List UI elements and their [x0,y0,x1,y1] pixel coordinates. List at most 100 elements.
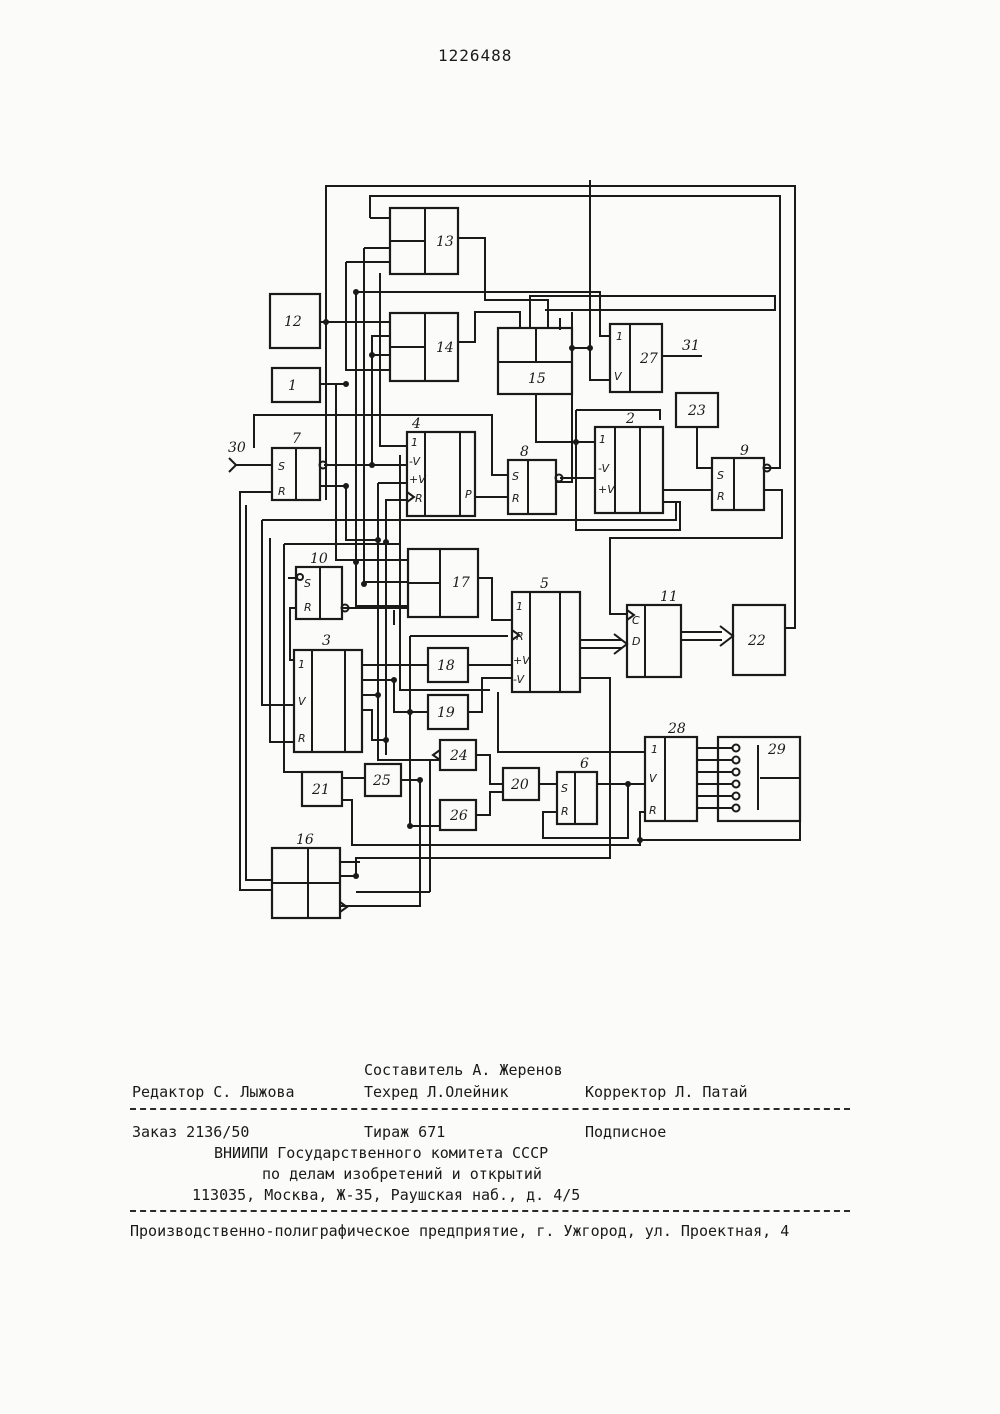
block-9-label: 9 [740,443,749,459]
imprint-subscription: Подписное [585,1123,666,1141]
block-15-label: 15 [528,371,546,387]
pin-1-2: 1 [599,433,606,446]
block-18-label: 18 [437,658,455,674]
block-29-label: 29 [767,742,786,758]
block-5-label: 5 [540,576,549,592]
block-13: 13 [390,208,458,274]
pin-1-3: 1 [298,658,305,671]
pin-r-8: R [512,492,520,505]
imprint-circulation: Тираж 671 [364,1123,445,1141]
block-20: 20 [503,768,539,800]
pin-plus-v-2: +V [598,483,616,496]
block-2: 1 -V +V 2 [595,411,663,513]
block-4: 1 -V +V R P 4 [407,416,475,516]
block-1: 1 [272,368,320,402]
block-8-label: 8 [520,444,529,460]
wiring [240,180,800,912]
pin-r-6: R [561,805,569,818]
pin-s-6: S [561,782,568,795]
pin-r-3: R [298,732,306,745]
block-17: 17 [408,549,478,617]
pin-s-10: S [304,577,311,590]
imprint-techred: Техред Л.Олейник [364,1083,509,1101]
block-28-label: 28 [667,721,686,737]
imprint-printer: Производственно-полиграфическое предприя… [130,1222,789,1240]
pin-s-9: S [717,469,724,482]
pin-r-10: R [304,601,312,614]
imprint-org-line1: ВНИИПИ Государственного комитета СССР [214,1144,548,1162]
block-25: 25 [365,764,401,796]
output-31-label: 31 [682,338,700,354]
pin-r-9: R [717,490,725,503]
block-7: S R 7 [272,431,320,500]
pin-1-28: 1 [651,743,658,756]
block-19-label: 19 [437,705,455,721]
block-17-label: 17 [452,575,470,591]
block-24: 24 [440,740,476,770]
input-30: 30 [228,440,272,472]
pin-minus-v-5: -V [513,673,526,686]
pin-p-4: P [465,488,472,501]
pin-minus-v-2: -V [598,462,611,475]
imprint-editor: Редактор С. Лыжова [132,1083,295,1101]
block-3-label: 3 [322,633,331,649]
block-4-label: 4 [411,416,421,432]
block-26-label: 26 [449,808,468,824]
block-27-label: 27 [639,351,658,367]
block-5: 1 R +V -V 5 [512,576,580,692]
block-23: 23 [676,393,718,427]
imprint-org-line2: по делам изобретений и открытий [262,1165,542,1183]
block-15: 15 [498,328,572,394]
output-31: 31 [662,338,702,356]
block-2-label: 2 [625,411,635,427]
block-28: 1 V R 28 [645,721,697,821]
imprint-divider-bottom [130,1210,850,1212]
pin-v-27: V [614,370,623,383]
block-26: 26 [440,800,476,830]
pin-r-4: R [415,492,423,505]
block-14-label: 14 [436,340,454,356]
pin-v-3: V [298,695,307,708]
block-6-label: 6 [580,756,589,772]
imprint-divider-top [130,1108,850,1110]
block-13-label: 13 [436,234,454,250]
block-6: S R 6 [557,756,597,824]
block-11-label: 11 [660,589,678,605]
block-25-label: 25 [372,773,391,789]
block-19: 19 [428,695,468,729]
block-9: S R 9 [712,443,764,510]
block-14: 14 [390,313,458,381]
input-30-label: 30 [228,440,246,456]
block-10-label: 10 [310,551,328,567]
block-10: S R 10 [296,551,342,619]
block-3: 1 V R 3 [294,633,362,752]
block-12-label: 12 [284,314,302,330]
circuit-diagram: 13 12 1 14 15 1 V 27 23 S R 7 [0,0,1000,960]
block-7-label: 7 [292,431,301,447]
pin-d-11: D [632,635,640,648]
block-16: 16 [272,832,340,918]
imprint-order: Заказ 2136/50 [132,1123,249,1141]
block-8: S R 8 [508,444,556,514]
pin-1-4: 1 [411,436,418,449]
block-12: 12 [270,294,320,348]
block-24-label: 24 [449,748,468,764]
pin-minus-v-4: -V [409,455,422,468]
block-1-label: 1 [288,378,297,394]
pin-plus-v-4: +V [409,473,427,486]
block-16-label: 16 [296,832,314,848]
block-22-label: 22 [747,633,766,649]
block-11: C D 11 [627,589,681,677]
pin-1-27: 1 [616,330,623,343]
imprint-address: 113035, Москва, Ж-35, Раушская наб., д. … [192,1186,580,1204]
imprint-compiler: Составитель А. Жеренов [364,1061,563,1079]
block-27: 1 V 27 [610,324,662,392]
pin-1-5: 1 [516,600,523,613]
block-22: 22 [733,605,785,675]
block-23-label: 23 [687,403,706,419]
pin-r-28: R [649,804,657,817]
block-18: 18 [428,648,468,682]
block-20-label: 20 [510,777,529,793]
pin-plus-v-5: +V [513,654,531,667]
pin-s-7: S [278,460,285,473]
